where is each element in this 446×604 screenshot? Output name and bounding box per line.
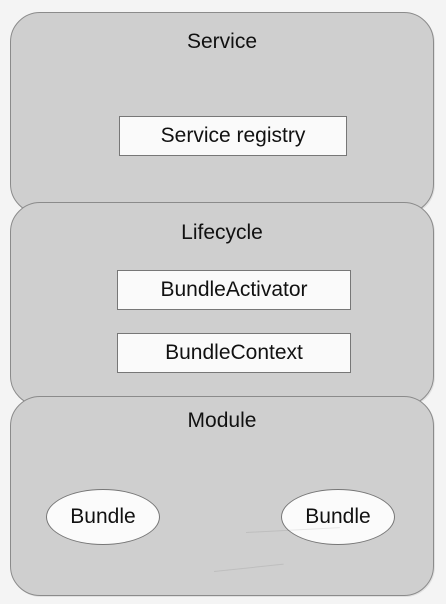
- bundle-ellipse-right: Bundle: [281, 489, 395, 545]
- bundle-activator-box: BundleActivator: [117, 270, 351, 310]
- module-layer: Module Bundle Bundle: [10, 396, 434, 596]
- service-layer: Service Service registry: [10, 12, 434, 214]
- module-layer-title: Module: [187, 409, 257, 432]
- bundle-context-box: BundleContext: [117, 333, 351, 373]
- lifecycle-layer: Lifecycle BundleActivator BundleContext: [10, 202, 434, 406]
- lifecycle-layer-title: Lifecycle: [181, 221, 263, 244]
- bundle-ellipse-left: Bundle: [46, 489, 160, 545]
- service-registry-box: Service registry: [119, 116, 347, 156]
- service-layer-title: Service: [186, 30, 258, 53]
